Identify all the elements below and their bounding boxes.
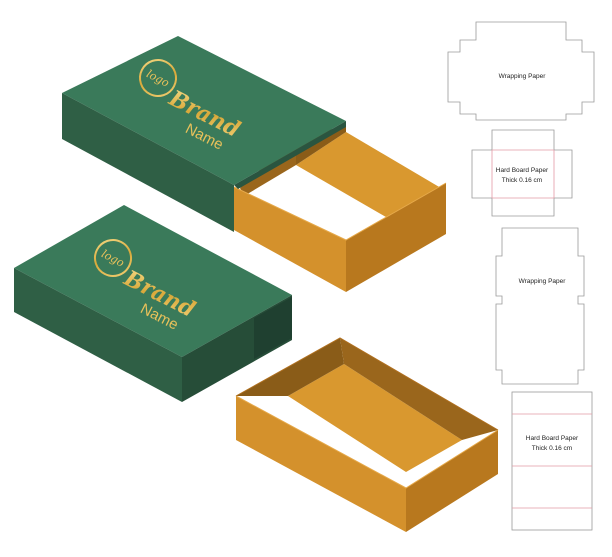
box-2-sleeve: logo Brand Name [14,205,292,402]
dieline-2-hard-board: Hard Board Paper Thick 0.16 cm [471,129,573,217]
box1-tray-right-side [346,183,446,292]
logo-circle [139,59,177,97]
box1-tray-inner-floor [296,132,446,224]
dieline-4-hard-board: Hard Board Paper Thick 0.16 cm [511,391,593,531]
box1-sleeve-front [62,93,234,232]
logo-circle [94,239,132,277]
dieline-2-label-line-2: Thick 0.16 cm [502,177,542,184]
box1-sleeve-opening-edge [234,121,346,189]
dieline-1-wrapping-paper: Wrapping Paper [447,21,595,121]
dieline-4-label-line-2: Thick 0.16 cm [532,445,572,452]
dieline-2-label-line-1: Hard Board Paper [496,167,549,174]
box3-tray-right-side [406,430,498,532]
box-1-slide-open: logo Brand Name [62,36,447,292]
box-3-tray [235,337,499,532]
box2-sleeve-top [14,205,292,357]
box2-sleeve-front [14,268,182,402]
box3-tray-inner-floor [288,364,462,472]
box1-tray-front [234,187,346,292]
dieline-1-label: Wrapping Paper [499,73,547,80]
box1-sleeve-top [62,36,346,185]
box3-tray-inner-right-wall [340,338,498,440]
box3-tray-front [236,396,406,532]
box2-sleeve-opening [254,297,292,359]
dieline-4-label-line-1: Hard Board Paper [526,435,579,442]
dieline-3-wrapping-paper: Wrapping Paper [495,227,585,385]
dieline-3-label: Wrapping Paper [519,278,567,285]
